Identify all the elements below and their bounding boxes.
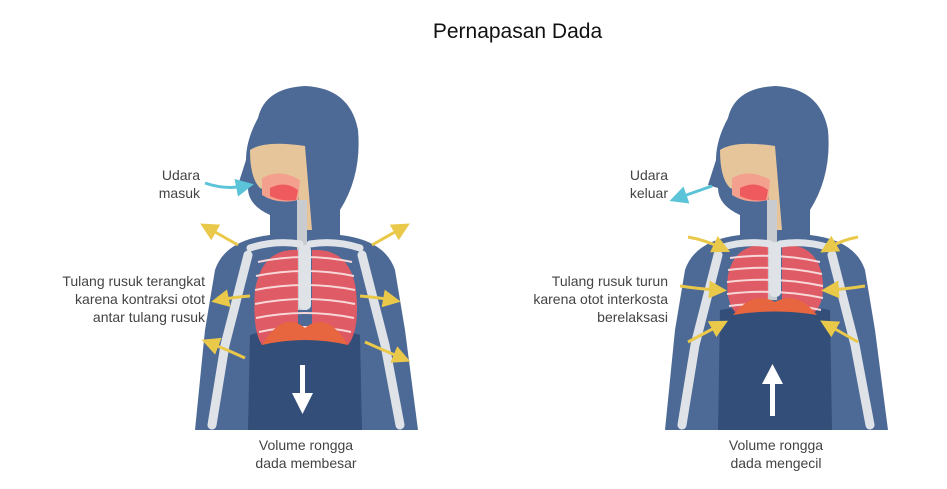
left-volume-label: Volume rongga dada membesar — [255, 437, 357, 471]
right-diaphragm — [733, 298, 817, 315]
left-rib-label: Tulang rusuk terangkat karena kontraksi … — [62, 273, 205, 325]
left-sternum — [299, 245, 311, 310]
right-chest-cavity — [718, 305, 832, 430]
right-rib-label: Tulang rusuk turun karena otot interkost… — [533, 273, 668, 325]
left-clavicle — [246, 239, 364, 252]
left-arm-bone-left — [207, 250, 253, 430]
right-lung-left — [727, 244, 768, 312]
right-figure — [665, 86, 888, 430]
left-tongue — [270, 184, 298, 201]
right-muscle-arrows — [679, 235, 866, 344]
left-air-label: Udara masuk — [158, 167, 200, 201]
right-arm-bone-right — [827, 250, 875, 430]
left-arm-bone-right — [357, 250, 405, 430]
right-air-arrow — [669, 184, 713, 204]
left-figure — [195, 86, 418, 430]
left-diaphragm — [262, 321, 348, 345]
left-air-arrow — [204, 178, 254, 197]
right-volume-label: Volume rongga dada mengecil — [728, 437, 824, 471]
left-muscle-arrows — [200, 223, 411, 363]
left-volume-arrow-down-icon — [292, 365, 313, 414]
right-tongue — [740, 184, 768, 201]
right-volume-arrow-up-icon — [762, 364, 783, 416]
right-air-label: Udara keluar — [629, 167, 668, 201]
right-sternum — [769, 242, 781, 297]
page-title: Pernapasan Dada — [432, 20, 603, 43]
